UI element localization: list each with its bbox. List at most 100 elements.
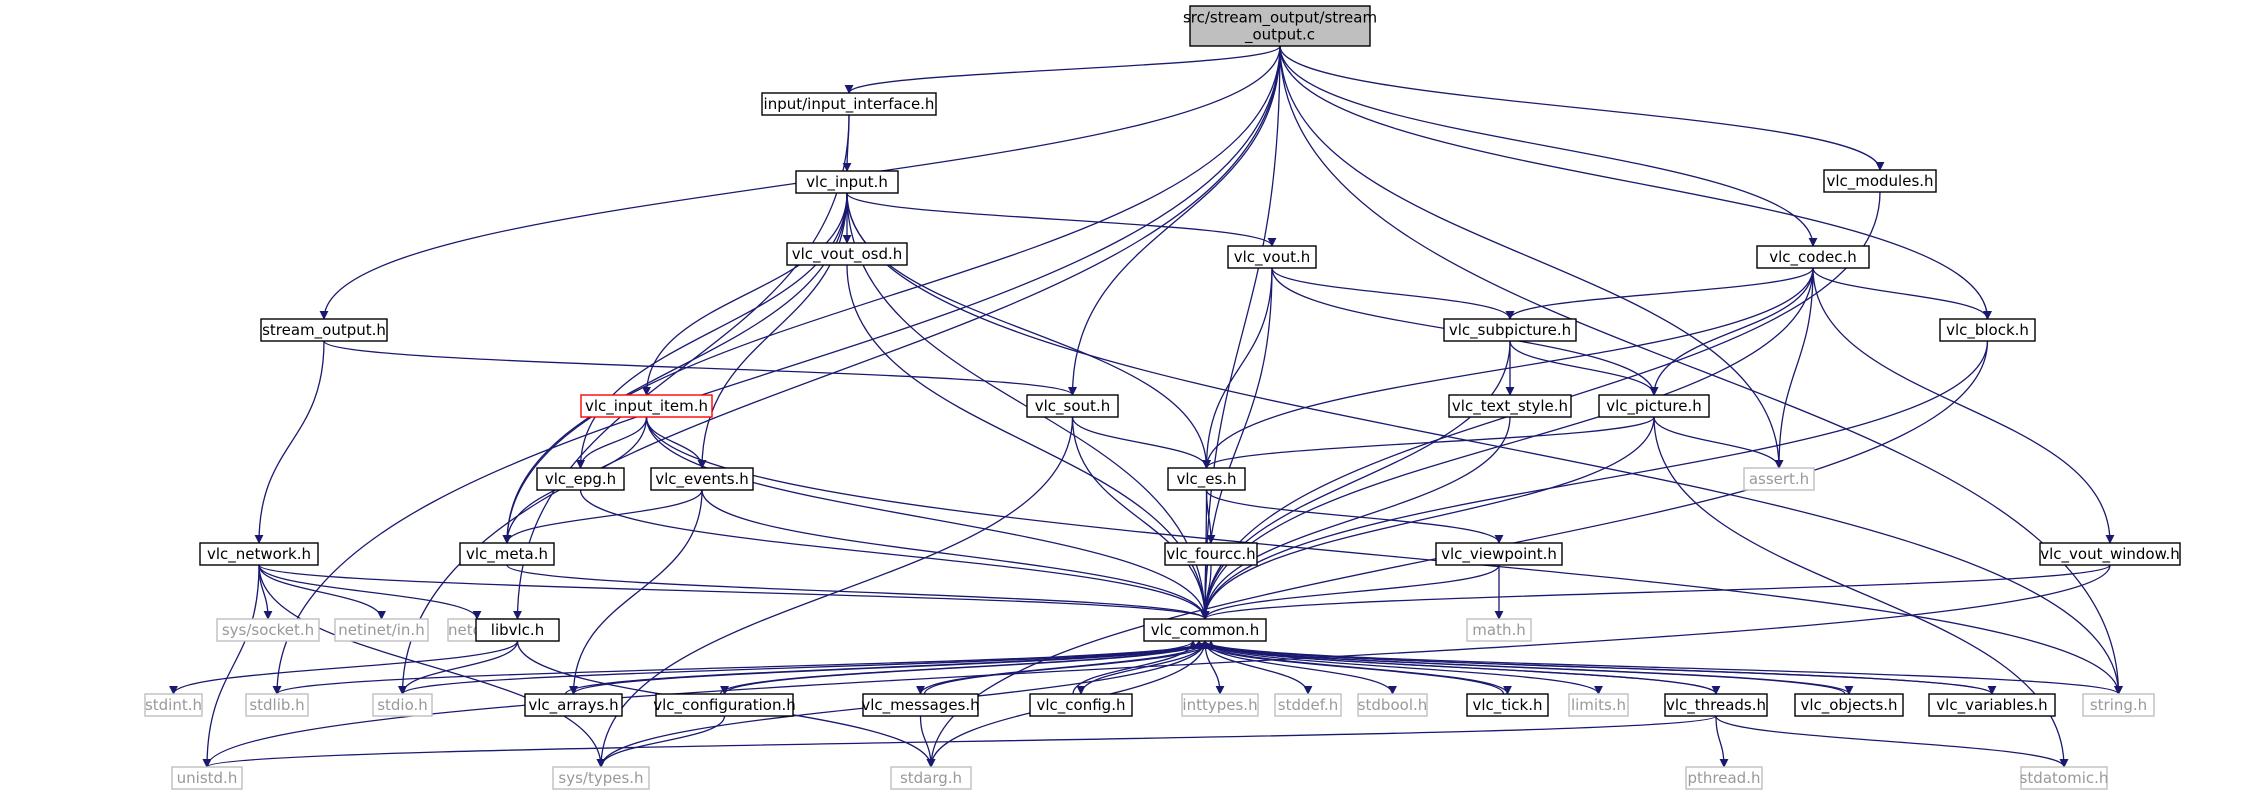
node-box <box>1448 394 1572 418</box>
node-vlc-network[interactable]: vlc_network.h <box>199 542 319 566</box>
node-vlc-tick[interactable]: vlc_tick.h <box>1466 693 1549 717</box>
node-label: vlc_sout.h <box>1035 397 1110 416</box>
node-box <box>216 618 320 642</box>
edge-vlc_codec-to-vlc_picture <box>1649 267 1814 396</box>
edge-stream_output_h-to-vlc_network <box>254 340 325 544</box>
node-vlc-modules[interactable]: vlc_modules.h <box>1823 169 1937 193</box>
node-box <box>1227 245 1317 269</box>
edge-vlc_events-to-vlc_arrays <box>569 489 703 695</box>
node-label: stdio.h <box>377 696 428 714</box>
edge-vlc_common-to-stdlib <box>272 640 1206 695</box>
node-box <box>650 467 754 491</box>
node-label: stddef.h <box>1278 696 1338 714</box>
node-box <box>171 766 243 790</box>
node-vlc-viewpoint[interactable]: vlc_viewpoint.h <box>1435 542 1563 566</box>
node-vlc-messages[interactable]: vlc_messages.h <box>861 693 980 717</box>
node-label: vlc_epg.h <box>545 470 616 489</box>
node-vlc-input-item[interactable]: vlc_input_item.h <box>580 394 713 418</box>
node-label: vlc_tick.h <box>1472 696 1542 715</box>
node-stddef[interactable]: stddef.h <box>1274 693 1342 717</box>
edges-layer <box>169 45 2123 768</box>
node-stdatomic[interactable]: stdatomic.h <box>2020 766 2109 790</box>
node-stdio[interactable]: stdio.h <box>372 693 433 717</box>
node-vlc-objects[interactable]: vlc_objects.h <box>1794 693 1904 717</box>
node-vlc-arrays[interactable]: vlc_arrays.h <box>524 693 623 717</box>
edge-vlc_input_item-to-string <box>645 416 2123 695</box>
node-vlc-picture[interactable]: vlc_picture.h <box>1598 394 1710 418</box>
node-limits[interactable]: limits.h <box>1568 693 1629 717</box>
node-stream-output-h[interactable]: stream_output.h <box>260 318 388 342</box>
node-netinet-in[interactable]: netinet/in.h <box>334 618 429 642</box>
edge-vlc_input-to-vlc_es <box>846 192 1211 469</box>
node-box <box>1568 693 1629 717</box>
edge-root-to-input_interface <box>844 45 1281 94</box>
edge-vlc_input-to-vlc_vout <box>846 192 1277 247</box>
node-vlc-text-style[interactable]: vlc_text_style.h <box>1448 394 1572 418</box>
node-vlc-subpicture[interactable]: vlc_subpicture.h <box>1443 318 1577 342</box>
node-assert[interactable]: assert.h <box>1743 467 1815 491</box>
node-vlc-vout[interactable]: vlc_vout.h <box>1227 245 1317 269</box>
edge-vlc_subpicture-to-vlc_picture <box>1509 340 1659 396</box>
node-box <box>334 618 429 642</box>
node-box <box>1274 693 1342 717</box>
node-root[interactable]: src/stream_output/stream_output.c <box>1183 5 1377 47</box>
edge-vlc_objects-to-vlc_common <box>1194 640 1846 695</box>
node-box <box>1164 542 1258 566</box>
node-inttypes[interactable]: inttypes.h <box>1181 693 1259 717</box>
node-vlc-codec[interactable]: vlc_codec.h <box>1756 245 1870 269</box>
edge-vlc_network-to-unistd <box>202 564 260 768</box>
node-pthread[interactable]: pthread.h <box>1685 766 1763 790</box>
node-math[interactable]: math.h <box>1466 618 1532 642</box>
node-box <box>2020 766 2108 790</box>
edge-vlc_vout-to-vlc_es <box>1202 267 1273 469</box>
node-label: src/stream_output/stream <box>1183 9 1377 28</box>
node-label: unistd.h <box>177 769 238 787</box>
node-string[interactable]: string.h <box>2082 693 2155 717</box>
node-vlc-variables[interactable]: vlc_variables.h <box>1928 693 2056 717</box>
node-box <box>1928 693 2056 717</box>
edge-vlc_input-to-vlc_common <box>846 192 1210 620</box>
node-box <box>1029 693 1133 717</box>
node-box <box>552 766 650 790</box>
node-label: input/input_interface.h <box>764 95 935 114</box>
node-libvlc[interactable]: libvlc.h <box>475 618 560 642</box>
node-vlc-sout[interactable]: vlc_sout.h <box>1026 394 1119 418</box>
node-vlc-config[interactable]: vlc_config.h <box>1029 693 1133 717</box>
node-box <box>1143 618 1267 642</box>
node-unistd[interactable]: unistd.h <box>171 766 243 790</box>
node-stdlib[interactable]: stdlib.h <box>245 693 309 717</box>
node-stdint[interactable]: stdint.h <box>144 693 203 717</box>
node-box <box>1181 693 1259 717</box>
node-box <box>245 693 309 717</box>
node-vlc-meta[interactable]: vlc_meta.h <box>459 542 555 566</box>
edge-vlc_vout_window-to-vlc_common <box>1200 564 2111 620</box>
node-input-interface[interactable]: input/input_interface.h <box>761 92 937 116</box>
node-stdarg[interactable]: stdarg.h <box>890 766 972 790</box>
edge-vlc_epg-to-vlc_common <box>579 489 1210 620</box>
node-box <box>580 394 713 418</box>
node-box <box>1939 318 2036 342</box>
node-vlc-input[interactable]: vlc_input.h <box>795 170 899 194</box>
node-vlc-events[interactable]: vlc_events.h <box>650 467 754 491</box>
node-vlc-es[interactable]: vlc_es.h <box>1167 467 1246 491</box>
edge-vlc_messages-to-vlc_common <box>923 640 1216 695</box>
edge-vlc_meta-to-vlc_common <box>506 564 1210 620</box>
node-sys-socket[interactable]: sys/socket.h <box>216 618 320 642</box>
node-vlc-fourcc[interactable]: vlc_fourcc.h <box>1164 542 1258 566</box>
node-vlc-block[interactable]: vlc_block.h <box>1939 318 2036 342</box>
node-box <box>536 467 625 491</box>
node-vlc-threads[interactable]: vlc_threads.h <box>1664 693 1768 717</box>
edge-vlc_viewpoint-to-vlc_common <box>1200 564 1500 620</box>
edge-vlc_configuration-to-sys_types <box>596 715 726 768</box>
node-vlc-configuration[interactable]: vlc_configuration.h <box>653 693 796 717</box>
node-vlc-common[interactable]: vlc_common.h <box>1143 618 1267 642</box>
node-vlc-epg[interactable]: vlc_epg.h <box>536 467 625 491</box>
node-label: limits.h <box>1571 696 1626 714</box>
node-stdbool[interactable]: stdbool.h <box>1357 693 1428 717</box>
edge-vlc_codec-to-vlc_block <box>1812 267 1992 320</box>
node-vlc-vout-window[interactable]: vlc_vout_window.h <box>2039 542 2181 566</box>
node-box <box>372 693 433 717</box>
node-sys-types[interactable]: sys/types.h <box>552 766 650 790</box>
node-vlc-vout-osd[interactable]: vlc_vout_osd.h <box>786 242 908 266</box>
